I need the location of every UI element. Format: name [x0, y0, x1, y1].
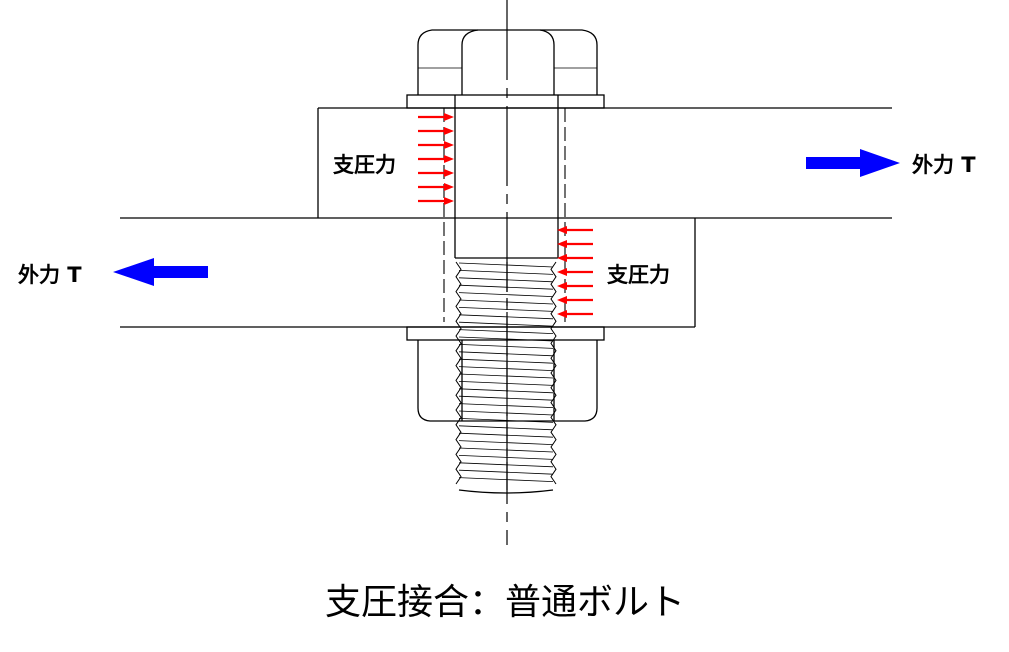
washer-bottom	[406, 326, 605, 341]
bearing-arrow	[557, 310, 593, 318]
bearing-arrow	[418, 155, 454, 163]
bolt-shank	[454, 95, 559, 259]
bearing-arrow	[557, 282, 593, 290]
bearing-arrow	[557, 296, 593, 304]
washer-top	[406, 94, 605, 109]
bearing-label-lower: 支圧力	[607, 263, 670, 287]
force-label-left: 外力 T	[18, 263, 82, 287]
bearing-arrow	[557, 240, 593, 248]
force-label-right: 外力 T	[912, 153, 976, 177]
upper-plate	[317, 107, 892, 218]
diagram-caption: 支圧接合：普通ボルト	[325, 582, 685, 623]
force-arrow-left	[113, 258, 208, 286]
bearing-arrows-upper	[418, 113, 454, 205]
bolt-thread	[455, 261, 557, 494]
bearing-arrow	[418, 183, 454, 191]
bearing-arrow	[418, 197, 454, 205]
bearing-arrow	[418, 127, 454, 135]
bearing-label-upper: 支圧力	[333, 153, 396, 177]
bolt-head	[417, 29, 598, 95]
bearing-arrows-lower	[557, 226, 593, 318]
bolt-hole	[443, 108, 566, 322]
bearing-arrow	[418, 113, 454, 121]
bearing-arrow	[557, 254, 593, 262]
force-arrow-right	[806, 149, 900, 177]
bearing-arrow	[418, 141, 454, 149]
bearing-arrow	[557, 226, 593, 234]
bearing-arrow	[557, 268, 593, 276]
bearing-arrow	[418, 169, 454, 177]
